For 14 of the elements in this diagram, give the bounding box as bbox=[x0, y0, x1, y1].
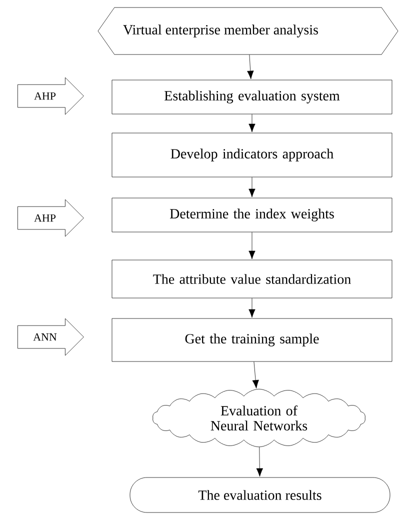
process-box: Develop indicators approach bbox=[112, 132, 392, 178]
arrow bbox=[247, 54, 254, 80]
process-box: Establishing evaluation system bbox=[112, 80, 392, 114]
process-box: Determine the index weights bbox=[112, 198, 392, 232]
arrow bbox=[256, 446, 263, 477]
arrow bbox=[248, 114, 256, 132]
arrow bbox=[248, 298, 256, 318]
arrow bbox=[248, 177, 256, 198]
process-box: Get the training sample bbox=[112, 318, 392, 362]
arrow bbox=[248, 232, 256, 260]
arrow bbox=[252, 362, 259, 388]
process-box: The attribute value standardization bbox=[112, 260, 392, 298]
terminal-box: The evaluation results bbox=[130, 477, 390, 513]
hexagon-box: Virtual enterprise member analysis bbox=[98, 7, 398, 55]
